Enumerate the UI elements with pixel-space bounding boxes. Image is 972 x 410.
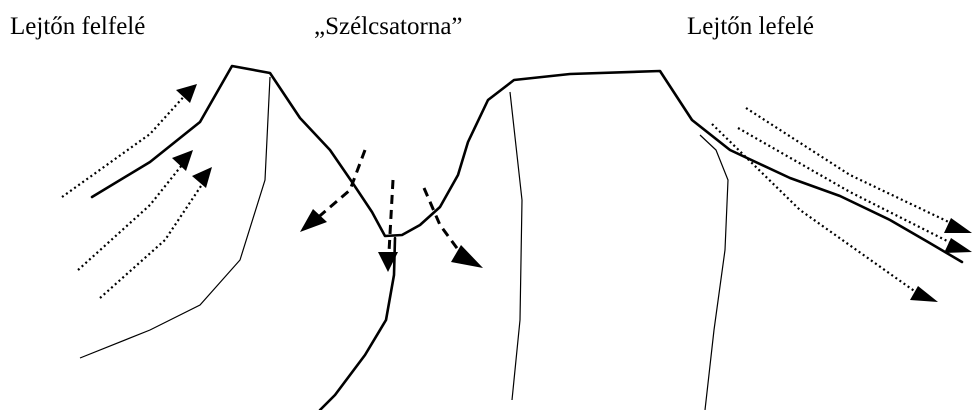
downslope-arrow-3: [712, 124, 920, 295]
upslope-arrow-1: [62, 92, 188, 197]
downslope-arrowhead-1: [944, 218, 972, 233]
left-flank-contour: [80, 77, 270, 358]
upslope-arrowhead-1: [176, 84, 197, 103]
downslope-arrowhead-2: [944, 238, 972, 253]
channel-arrow-left: [315, 150, 365, 220]
downslope-arrow-1: [746, 108, 955, 225]
downslope-arrowhead-3: [910, 286, 938, 302]
upslope-arrow-2: [78, 160, 186, 270]
upslope-arrowhead-3: [192, 167, 212, 188]
downslope-arrow-2: [738, 128, 955, 245]
right-block-contour: [510, 92, 522, 400]
right-flank-contour: [700, 135, 728, 410]
upslope-arrowhead-2: [172, 150, 193, 171]
channel-arrow-right: [424, 188, 462, 255]
valley-stem: [320, 238, 395, 410]
upslope-arrow-3: [100, 180, 205, 298]
channel-arrow-center: [389, 180, 393, 252]
